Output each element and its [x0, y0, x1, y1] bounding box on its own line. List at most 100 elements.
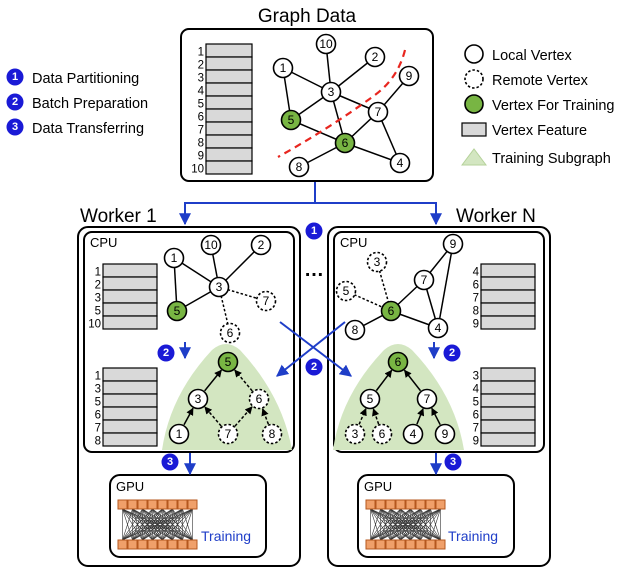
worker-1-batch-feature-row [102, 406, 158, 421]
subgraph-edge [358, 407, 367, 425]
nn-neuron [405, 499, 416, 510]
graph-feature-id: 2 [198, 60, 204, 72]
nn-neuron [425, 539, 436, 550]
worker-1-title: Worker 1 [80, 206, 157, 227]
worker-1-neural-net [117, 499, 198, 550]
nn-connection [410, 508, 441, 541]
local-vertex: 2 [364, 46, 386, 68]
worker-1-step-3-badge [161, 453, 179, 471]
worker-n-feature-row [480, 276, 536, 291]
svg-text:6: 6 [395, 355, 402, 369]
remote-vertex: 3 [366, 251, 388, 273]
svg-text:4: 4 [410, 427, 417, 441]
worker-1-batch-feature-row [102, 432, 158, 447]
svg-text:3: 3 [167, 456, 173, 468]
worker-1-feature-id: 10 [88, 319, 101, 331]
subgraph-edge [204, 406, 222, 427]
nn-neuron [147, 499, 158, 510]
nn-connection [152, 508, 193, 541]
local-vertex: 9 [434, 423, 456, 445]
svg-text:6: 6 [379, 427, 386, 441]
step-1: 1 Data Partitioning [6, 68, 139, 87]
svg-text:2: 2 [258, 238, 265, 252]
training-vertex: 6 [387, 351, 409, 373]
subgraph-edge [431, 407, 441, 426]
svg-text:7: 7 [225, 427, 232, 441]
graph-feature-row [205, 121, 253, 136]
worker-1-batch-feature-id: 8 [95, 436, 101, 448]
vertex-feature-label: Vertex Feature [492, 123, 587, 139]
svg-text:2: 2 [311, 361, 317, 373]
worker-n-batch-feature-id: 6 [473, 410, 479, 422]
nn-connection [122, 508, 183, 541]
remote-vertex-icon [464, 69, 484, 89]
partition-arrows: 1 [179, 182, 442, 240]
remote-vertex: 7 [255, 290, 277, 312]
nn-connection [132, 508, 193, 541]
nn-neuron [375, 499, 386, 510]
nn-connection [162, 508, 193, 541]
worker-1-feature-row [102, 289, 158, 304]
svg-text:7: 7 [421, 273, 428, 287]
graph-data-title: Graph Data [258, 6, 357, 27]
remote-vertex: 8 [261, 423, 283, 445]
graph-feature-row [205, 95, 253, 110]
svg-text:7: 7 [263, 294, 270, 308]
nn-connection [122, 508, 163, 541]
nn-connection [370, 508, 431, 541]
remote-vertex: 5 [335, 280, 357, 302]
graph-feature-id: 3 [198, 73, 204, 85]
graph-feature-id: 4 [198, 86, 205, 98]
nn-neuron [117, 539, 128, 550]
worker-1-feature-row [102, 315, 158, 330]
local-vertex: 7 [413, 269, 435, 291]
svg-text:9: 9 [406, 69, 413, 83]
step-3-label: Data Transferring [32, 121, 144, 137]
worker-n-batch-feature-row [480, 432, 536, 447]
training-vertex-icon [464, 94, 484, 114]
worker-n-feature-row [480, 263, 536, 278]
svg-text:1: 1 [171, 251, 178, 265]
nn-connection [122, 508, 133, 541]
graph-edge [437, 243, 454, 329]
nn-connection [122, 508, 153, 541]
svg-text:7: 7 [424, 392, 431, 406]
nn-neuron [365, 539, 376, 550]
worker-1-feature-row [102, 302, 158, 317]
worker-1-batch-feature-id: 3 [95, 384, 101, 396]
graph-feature-row [205, 69, 253, 84]
worker-n-feature-row [480, 302, 536, 317]
graph-feature-row [205, 82, 253, 97]
partition-cut-line [277, 49, 407, 158]
svg-text:5: 5 [367, 392, 374, 406]
more-workers-ellipsis: … [304, 259, 324, 281]
worker-n-training-label: Training [448, 528, 498, 544]
worker-n-step-2-badge [443, 344, 461, 362]
nn-connection [122, 508, 193, 541]
svg-text:9: 9 [442, 427, 449, 441]
svg-text:1: 1 [311, 225, 317, 237]
worker-1-batch-feature-id: 6 [95, 410, 101, 422]
remote-fetch-arrows: 2 [276, 321, 352, 377]
training-vertex-label: Vertex For Training [492, 98, 615, 114]
step-1-badge [305, 222, 323, 240]
worker-n-feature-id: 9 [473, 319, 479, 331]
nn-neuron [187, 539, 198, 550]
nn-neuron [117, 499, 128, 510]
partition-arrow-worker-n [315, 202, 442, 226]
svg-text:2: 2 [12, 96, 18, 108]
vertex-feature-icon [461, 122, 487, 137]
graph-feature-id: 7 [198, 125, 204, 137]
local-vertex: 4 [389, 152, 411, 174]
graph-feature-id: 1 [198, 47, 204, 59]
nn-connection [122, 508, 173, 541]
svg-text:2: 2 [163, 347, 169, 359]
graph-feature-id: 5 [198, 99, 204, 111]
worker-1-training-subgraph [162, 344, 292, 450]
svg-text:6: 6 [388, 304, 395, 318]
nn-neuron [157, 499, 168, 510]
nn-neuron [167, 499, 178, 510]
svg-text:5: 5 [225, 355, 232, 369]
worker-n-batch-feature-id: 3 [473, 371, 479, 383]
